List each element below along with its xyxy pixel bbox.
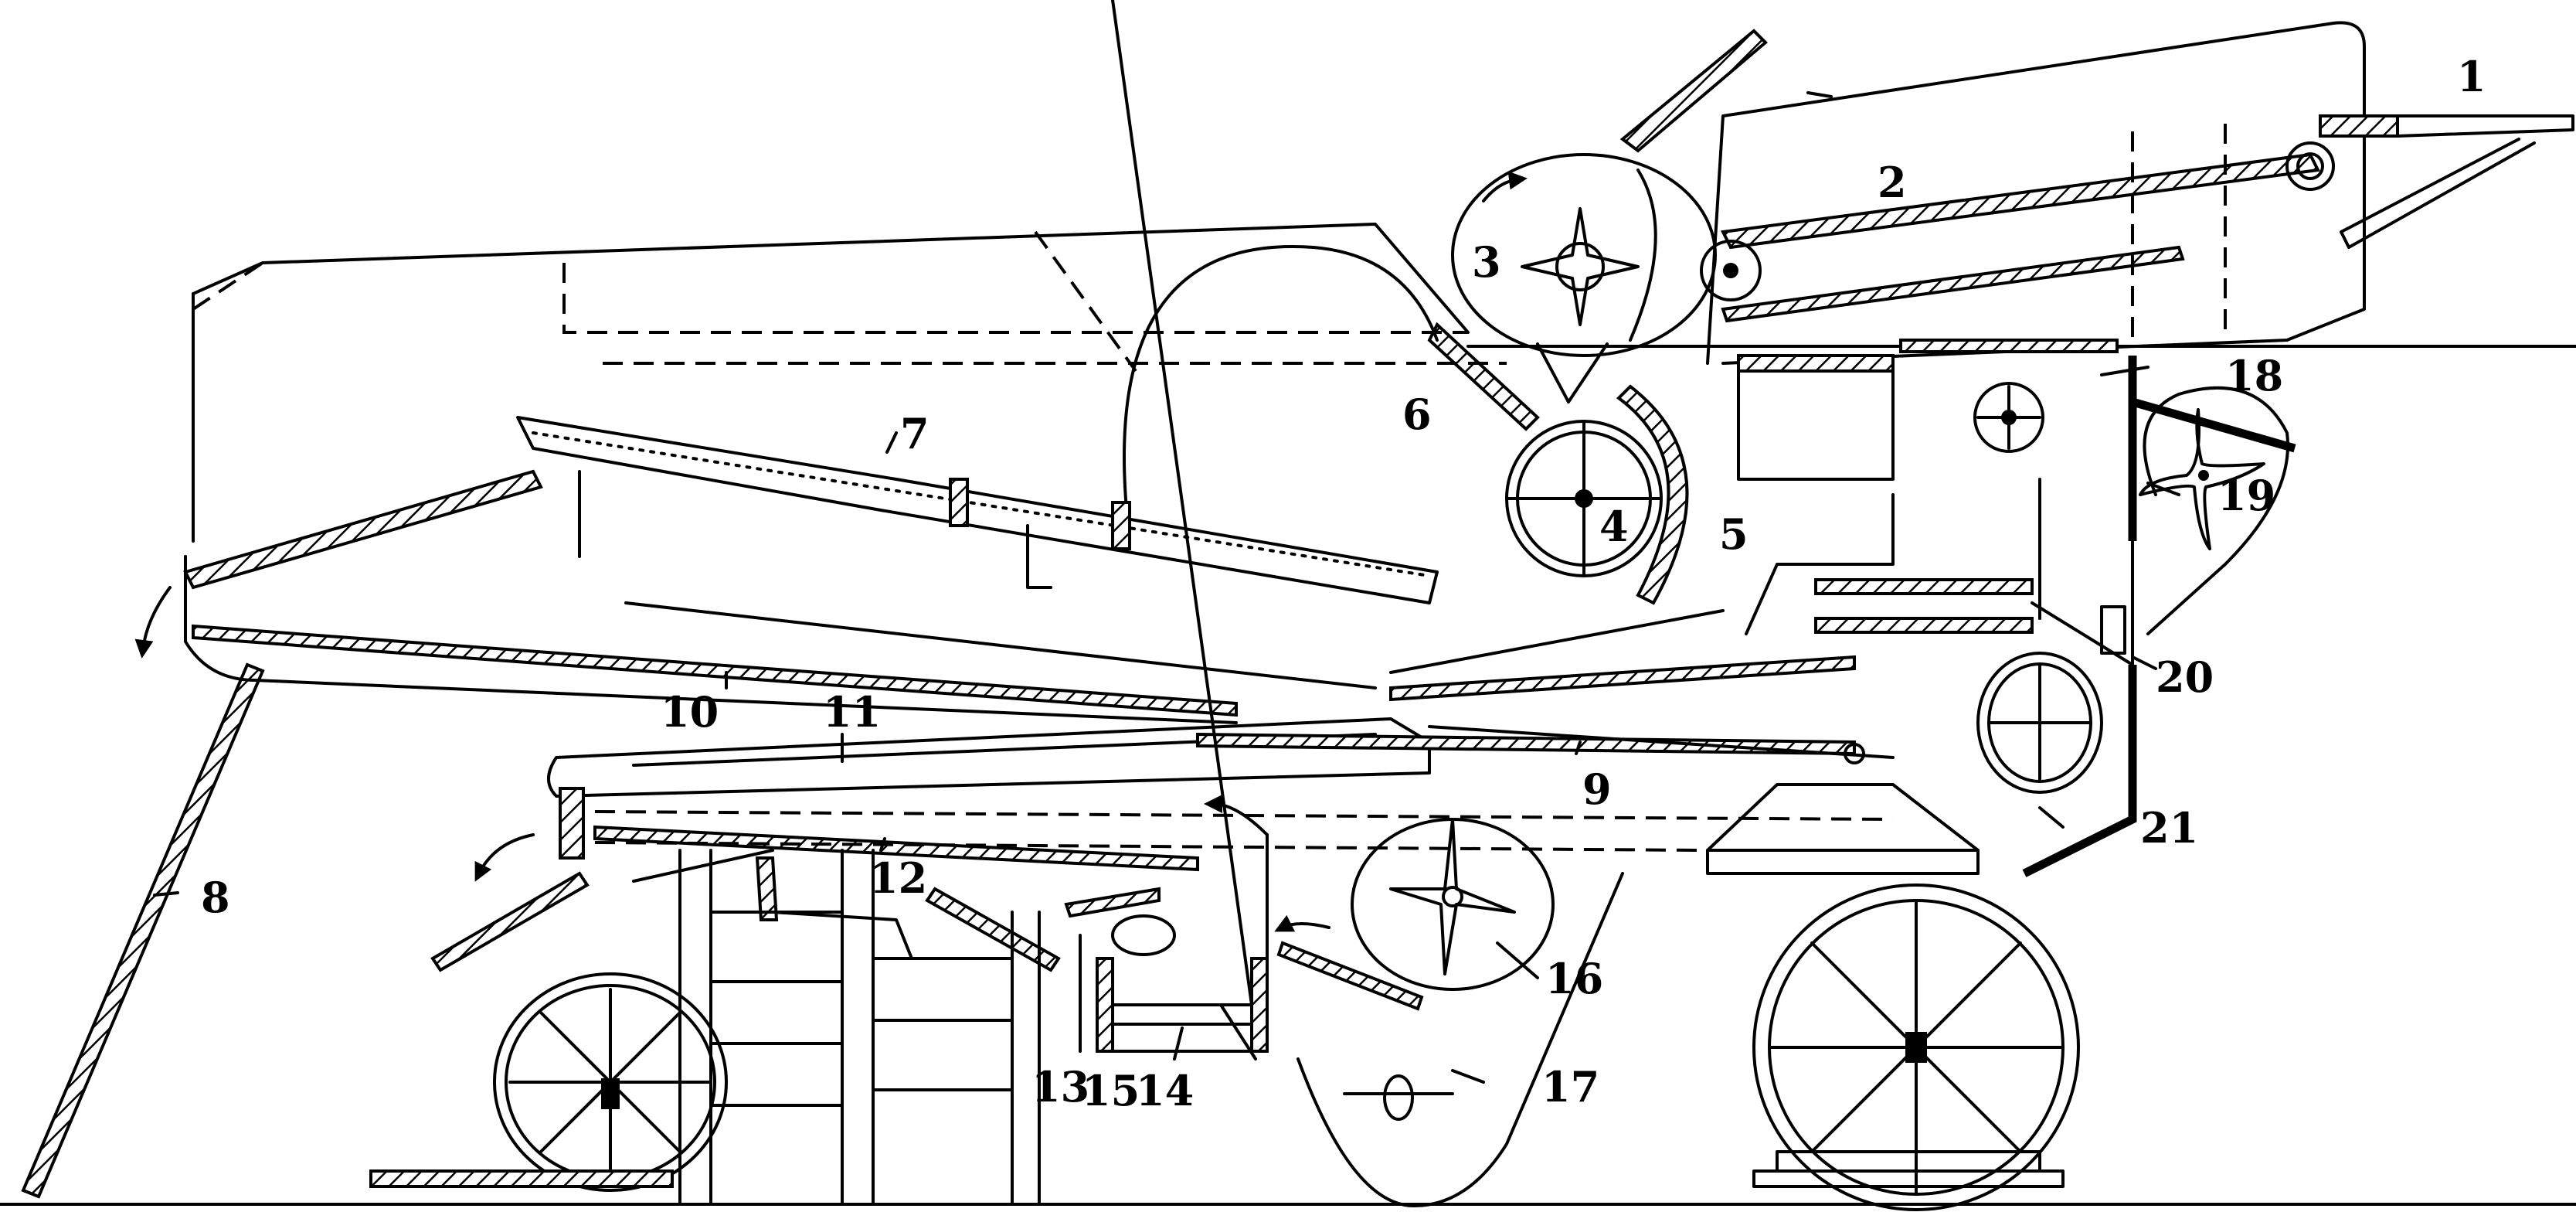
label-3: 3 [1472,237,1501,287]
feeder-conveyor [1700,124,2335,340]
label-15: 15 [1082,1066,1140,1115]
cleaning-shoe [547,717,1895,798]
cleaning-fan [1351,818,1555,991]
grain-pan [192,601,1856,724]
threshing-cylinder [1427,322,1689,605]
label-20: 20 [2156,652,2214,702]
label-7: 7 [900,409,929,458]
label-2: 2 [1878,158,1907,207]
straw-walker [516,416,1439,604]
label-19: 19 [2217,471,2275,520]
main-body [192,223,1507,543]
grain-augers [925,0,1424,1053]
label-9: 9 [1582,764,1612,814]
label-13: 13 [1031,1062,1089,1112]
rear-wheel [369,972,728,1192]
part-labels: 1 2 3 4 5 6 7 8 9 10 11 12 13 14 15 16 1… [201,52,2486,1115]
blower [2100,386,2289,655]
label-4: 4 [1599,502,1629,551]
beater [1451,153,1717,357]
leader-lines [153,366,2180,1084]
front-wheel [1706,783,2080,1211]
label-12: 12 [869,853,927,903]
feed-table [2319,114,2574,249]
label-11: 11 [823,687,881,737]
label-14: 14 [1136,1066,1194,1115]
lower-sieve [474,787,1894,960]
label-1: 1 [2457,52,2486,101]
frame-posts [430,849,1041,1206]
grain-elevator [1737,339,2296,877]
label-10: 10 [661,687,719,737]
label-18: 18 [2225,351,2283,400]
label-8: 8 [201,873,230,922]
drive-housing [1296,872,1624,1207]
label-16: 16 [1545,954,1603,1003]
label-17: 17 [1541,1062,1599,1112]
straw-chute [21,469,581,1199]
label-21: 21 [2140,803,2198,853]
label-6: 6 [1402,390,1432,439]
label-5: 5 [1719,509,1748,559]
